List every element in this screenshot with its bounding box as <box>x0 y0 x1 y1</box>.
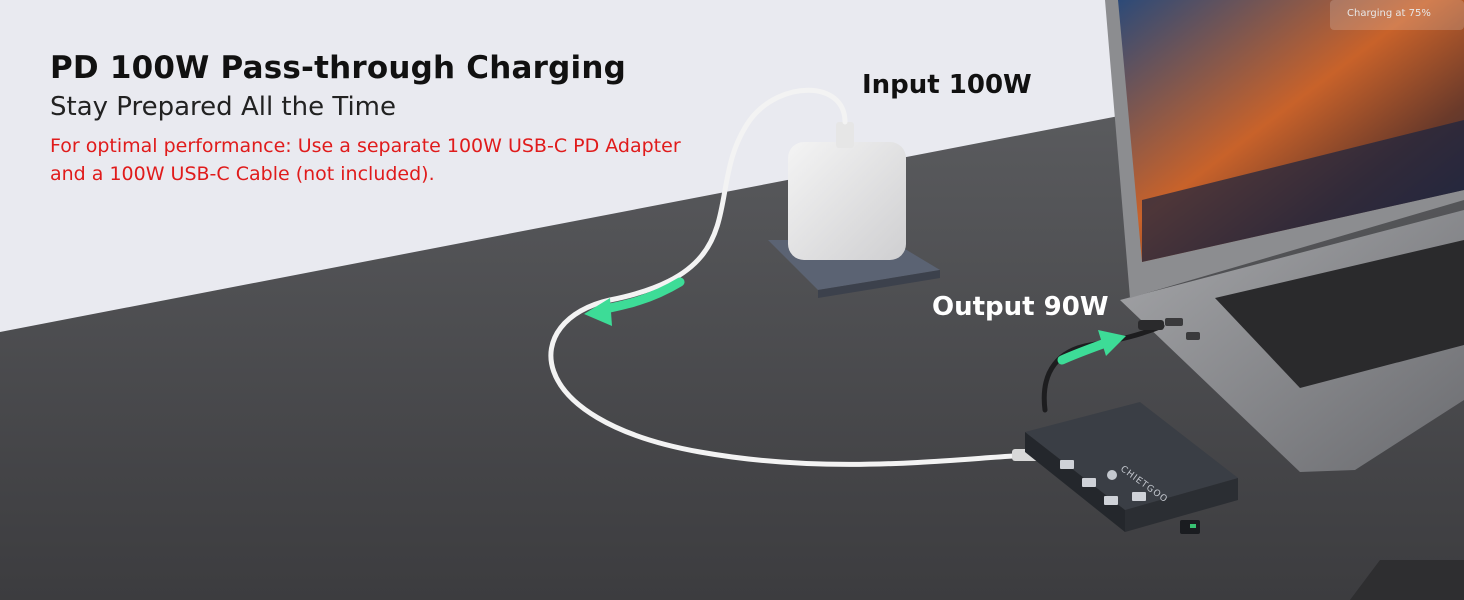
laptop-keyboard <box>1215 240 1464 388</box>
power-adapter <box>788 142 906 260</box>
adapter-plug <box>836 122 854 148</box>
usb-hub-side <box>1125 478 1238 532</box>
screen-mountains <box>1142 120 1464 262</box>
usb-hub-front <box>1025 432 1125 532</box>
usb-hub-top <box>1025 402 1238 510</box>
screen-status-text: Charging at 75% <box>1347 8 1431 19</box>
hub-port-usb-2 <box>1082 478 1096 487</box>
desk-edge <box>1350 560 1464 600</box>
output-callout: Output 90W <box>932 292 1109 322</box>
performance-note: For optimal performance: Use a separate … <box>50 135 681 185</box>
hub-port-usb-1 <box>1060 460 1074 469</box>
page-subtitle: Stay Prepared All the Time <box>50 92 396 122</box>
laptop-port-usbc-2 <box>1186 332 1200 340</box>
adapter-stand-edge <box>818 270 940 298</box>
output-cable-plug <box>1138 320 1164 330</box>
laptop-port-usbc <box>1165 318 1183 326</box>
hub-port-usb-4 <box>1132 492 1146 501</box>
headline-block: PD 100W Pass-through Charging Stay Prepa… <box>50 50 730 188</box>
hub-port-usb-3 <box>1104 496 1118 505</box>
screen-status-panel <box>1330 0 1464 30</box>
arrow-left-icon <box>584 277 685 326</box>
arrow-up-right-icon <box>1057 330 1126 365</box>
input-callout: Input 100W <box>862 70 1032 100</box>
page-title: PD 100W Pass-through Charging <box>50 50 627 86</box>
network-icon <box>1190 524 1196 528</box>
brand-logo-icon <box>1107 470 1117 480</box>
input-cable <box>548 87 1033 467</box>
